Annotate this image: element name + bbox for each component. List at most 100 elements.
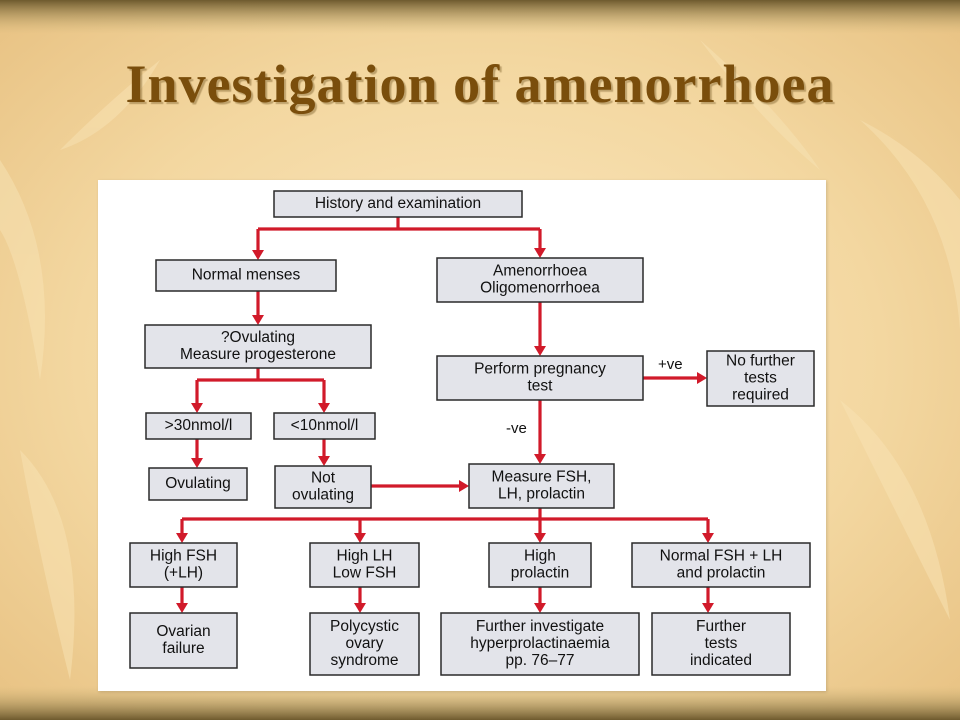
edge-to-amenorrhoea-head bbox=[534, 248, 546, 258]
node-label-pcos: ovary bbox=[346, 635, 384, 652]
node-label-further-tests: Further bbox=[696, 618, 746, 635]
node-history: History and examination bbox=[273, 190, 523, 218]
node-box-not-ovulating bbox=[274, 465, 372, 509]
node-box-high-fsh bbox=[129, 542, 238, 588]
node-label-not-ovulating: Not bbox=[311, 470, 336, 487]
node-label-history: History and examination bbox=[315, 195, 481, 212]
node-label-ovarian-failure: failure bbox=[162, 640, 204, 657]
node-label-hyperprolactinaemia: pp. 76–77 bbox=[506, 652, 575, 669]
edge-to-ovulating-head bbox=[191, 458, 203, 468]
node-box-gt30 bbox=[145, 412, 252, 440]
node-box-amenorrhoea bbox=[436, 257, 644, 303]
node-label-no-further: required bbox=[732, 387, 789, 404]
node-label-pcos: Polycystic bbox=[330, 618, 399, 635]
node-gt30: >30nmol/l bbox=[145, 412, 252, 440]
node-label-pregnancy-test: Perform pregnancy bbox=[474, 361, 606, 378]
node-box-ovarian-failure bbox=[129, 612, 238, 669]
edge-to-high-fsh-head bbox=[176, 533, 188, 543]
node-hyperprolactinaemia: Further investigatehyperprolactinaemiapp… bbox=[440, 612, 640, 676]
node-label-further-tests: indicated bbox=[690, 652, 752, 669]
node-label-measure-fsh: Measure FSH, bbox=[492, 469, 592, 486]
edge-to-no-further-head bbox=[697, 372, 707, 384]
edge-to-lt10-head bbox=[318, 403, 330, 413]
node-label-lt10: <10nmol/l bbox=[291, 417, 359, 434]
edge-to-normal-fsh-lh-head bbox=[702, 533, 714, 543]
node-box-normal-menses bbox=[155, 259, 337, 292]
node-label-high-fsh: High FSH bbox=[150, 548, 217, 565]
node-lt10: <10nmol/l bbox=[273, 412, 376, 440]
node-label-not-ovulating: ovulating bbox=[292, 487, 354, 504]
node-label-no-further: tests bbox=[744, 370, 777, 387]
node-box-high-lh bbox=[309, 542, 420, 588]
node-label-normal-fsh-lh: and prolactin bbox=[677, 565, 766, 582]
node-box-measure-fsh bbox=[468, 463, 615, 509]
node-measure-fsh: Measure FSH,LH, prolactin bbox=[468, 463, 615, 509]
node-label-high-prolactin: prolactin bbox=[511, 565, 570, 582]
edge-to-ovulating-q-head bbox=[252, 315, 264, 325]
node-box-hyperprolactinaemia bbox=[440, 612, 640, 676]
node-box-history bbox=[273, 190, 523, 218]
node-high-fsh: High FSH(+LH) bbox=[129, 542, 238, 588]
node-box-normal-fsh-lh bbox=[631, 542, 811, 588]
node-label-high-fsh: (+LH) bbox=[164, 565, 203, 582]
node-label-high-prolactin: High bbox=[524, 548, 556, 565]
edge-to-measure-fsh-head bbox=[534, 454, 546, 464]
node-label-pregnancy-test: test bbox=[528, 378, 554, 395]
node-label-high-lh: High LH bbox=[337, 548, 393, 565]
edge-to-normal-menses-head bbox=[252, 250, 264, 260]
edge-to-high-prolactin-head bbox=[534, 533, 546, 543]
node-label-hyperprolactinaemia: hyperprolactinaemia bbox=[470, 635, 610, 652]
node-box-further-tests bbox=[651, 612, 791, 676]
node-box-no-further bbox=[706, 350, 815, 407]
node-label-ovulating: Ovulating bbox=[165, 475, 230, 492]
edge-to-further-tests-head bbox=[702, 603, 714, 613]
node-label-amenorrhoea: Amenorrhoea bbox=[493, 263, 587, 280]
node-label-further-tests: tests bbox=[705, 635, 738, 652]
node-label-ovulating-q: ?Ovulating bbox=[221, 329, 295, 346]
node-box-high-prolactin bbox=[488, 542, 592, 588]
flowchart-edges bbox=[176, 217, 714, 613]
node-box-lt10 bbox=[273, 412, 376, 440]
node-box-pcos bbox=[309, 612, 420, 676]
node-label-amenorrhoea: Oligomenorrhoea bbox=[480, 280, 600, 297]
node-box-ovulating-q bbox=[144, 324, 372, 369]
edge-to-not-ovulating-head bbox=[318, 456, 330, 466]
node-label-ovulating-q: Measure progesterone bbox=[180, 346, 336, 363]
node-box-pregnancy-test bbox=[436, 355, 644, 401]
node-label-hyperprolactinaemia: Further investigate bbox=[476, 618, 604, 635]
node-normal-menses: Normal menses bbox=[155, 259, 337, 292]
edge-to-high-lh-head bbox=[354, 533, 366, 543]
node-label-normal-menses: Normal menses bbox=[192, 267, 301, 284]
node-label-measure-fsh: LH, prolactin bbox=[498, 486, 585, 503]
node-label-ovarian-failure: Ovarian bbox=[156, 623, 210, 640]
node-label-normal-fsh-lh: Normal FSH + LH bbox=[660, 548, 783, 565]
edge-label-negative: -ve bbox=[506, 420, 527, 437]
edge-to-pcos-head bbox=[354, 603, 366, 613]
node-label-high-lh: Low FSH bbox=[333, 565, 397, 582]
node-label-pcos: syndrome bbox=[330, 652, 398, 669]
node-label-no-further: No further bbox=[726, 353, 795, 370]
edge-label-positive: +ve bbox=[658, 356, 683, 373]
edge-not-ovulating-to-measure-head bbox=[459, 480, 469, 492]
edge-to-gt30-head bbox=[191, 403, 203, 413]
edge-to-hyperprolactinaemia-head bbox=[534, 603, 546, 613]
slide-title: Investigation of amenorrhoea bbox=[125, 54, 835, 114]
node-box-ovulating bbox=[148, 467, 248, 501]
edge-to-pregnancy-test-head bbox=[534, 346, 546, 356]
edge-to-ovarian-failure-head bbox=[176, 603, 188, 613]
node-label-gt30: >30nmol/l bbox=[165, 417, 233, 434]
